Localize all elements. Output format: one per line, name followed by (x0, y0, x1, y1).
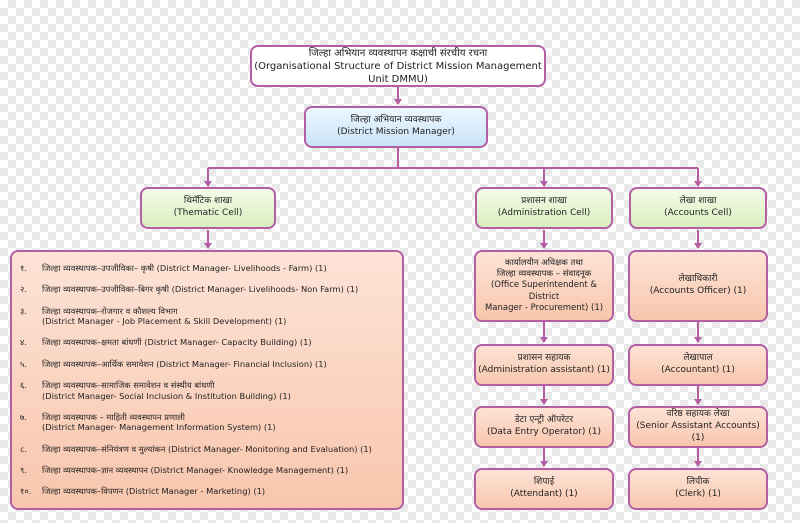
list-item: ७. जिल्हा व्यवस्थापक – माहिती व्यवस्थापन… (20, 411, 276, 433)
dmm-marathi: जिल्हा अभियान व्यवस्थापक (350, 115, 442, 126)
thematic-positions-list: १. जिल्हा व्यवस्थापक–उपजीविका– कृषी (Dis… (10, 250, 404, 510)
list-item: १. जिल्हा व्यवस्थापक–उपजीविका– कृषी (Dis… (20, 263, 327, 274)
administration-assistant-box: प्रशासन सहायक (Administration assistant)… (474, 344, 614, 386)
clerk-box: लिपीक (Clerk) (1) (628, 468, 768, 510)
list-item: ५. जिल्हा व्यवस्थापक–आर्थिक समावेशन (Dis… (20, 358, 327, 369)
list-item: १०. जिल्हा व्यवस्थापक–विपणन (District Ma… (20, 485, 266, 496)
data-entry-operator-box: डेटा एन्ट्री ऑपरेटर (Data Entry Operator… (474, 406, 614, 448)
district-mission-manager-box: जिल्हा अभियान व्यवस्थापक (District Missi… (304, 106, 488, 148)
accountant-box: लेखापाल (Accountant) (1) (628, 344, 768, 386)
office-superintendent-box: कार्यालयीन अधिक्षक तथा जिल्हा व्यवस्थापक… (474, 250, 614, 322)
accounts-cell-box: लेखा शाखा (Accounts Cell) (629, 187, 767, 229)
title-marathi: जिल्हा अभियान व्यवस्थापन कक्षाची संरचीय … (308, 47, 488, 59)
accounts-english: (Accounts Cell) (664, 208, 732, 218)
list-item: ६. जिल्हा व्यवस्थापक–सामाजिक समावेशन व स… (20, 379, 291, 401)
title-english: (Organisational Structure of District Mi… (254, 60, 542, 85)
senior-assistant-accounts-box: वरिष्ठ सहायक लेखा (Senior Assistant Acco… (628, 406, 768, 448)
attendant-box: शिपाई (Attendant) (1) (474, 468, 614, 510)
admin-english: (Administration Cell) (497, 208, 591, 218)
thematic-cell-box: थिमॅटिक शाखा (Thematic Cell) (140, 187, 276, 229)
list-item: २. जिल्हा व्यवस्थापक–उपजीविका–बिगर कृषी … (20, 284, 359, 295)
dmm-english: (District Mission Manager) (337, 127, 455, 137)
list-item: ९. जिल्हा व्यवस्थापक–ज्ञान व्यवस्थापन (D… (20, 464, 349, 475)
list-item: ३. जिल्हा व्यवस्थापक–रोजगार व कौशल्य विभ… (20, 305, 287, 327)
administration-cell-box: प्रशासन शाखा (Administration Cell) (475, 187, 613, 229)
list-item: ८. जिल्हा व्यवस्थापक–संनियंत्रण व मुल्या… (20, 443, 372, 454)
accounts-officer-box: लेखाधिकारी (Accounts Officer) (1) (628, 250, 768, 322)
thematic-marathi: थिमॅटिक शाखा (183, 196, 233, 207)
accounts-marathi: लेखा शाखा (679, 196, 717, 207)
title-box: जिल्हा अभियान व्यवस्थापन कक्षाची संरचीय … (250, 45, 546, 87)
thematic-english: (Thematic Cell) (173, 208, 243, 218)
admin-marathi: प्रशासन शाखा (521, 196, 567, 207)
list-item: ४. जिल्हा व्यवस्थापक–क्षमता बांधणी (Dist… (20, 337, 312, 348)
